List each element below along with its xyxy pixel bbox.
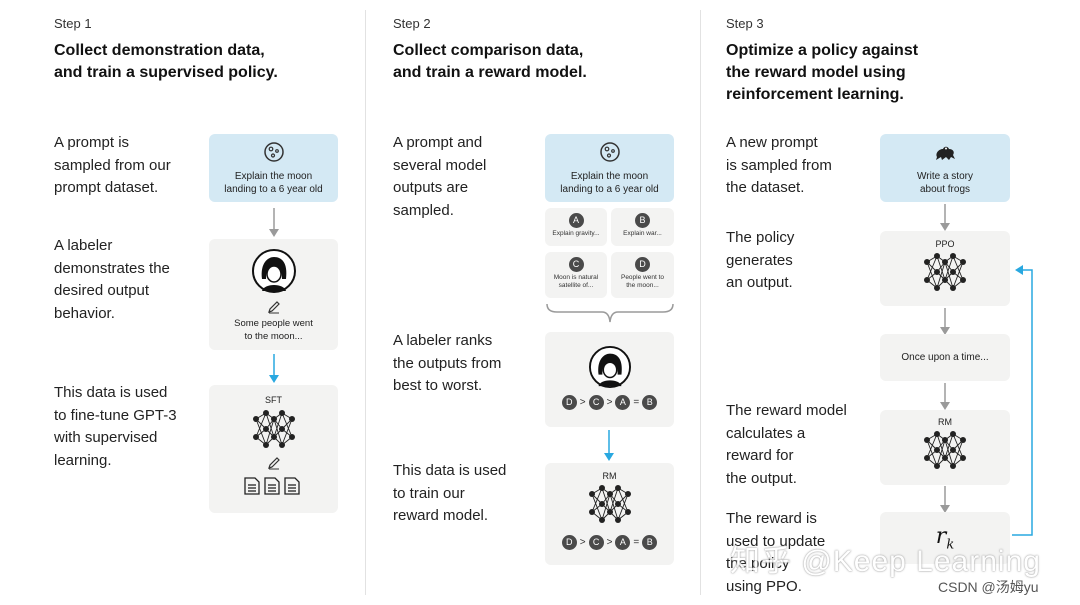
rank-operator: > [579,397,586,408]
output-a-text: Explain gravity... [552,230,600,237]
output-a-badge: A [568,213,584,228]
neural-network-icon [924,431,966,469]
rank-item: C [588,535,604,550]
step2-arrow [604,430,614,461]
step3-arrow-1 [940,204,950,231]
step2-desc-1: A prompt and several model outputs are s… [393,134,487,219]
labeler-avatar-icon [588,346,631,388]
rank-item: D [561,535,577,550]
step3-output-box: Once upon a time... [880,334,1010,381]
step3-label: Step 3 [726,16,764,31]
output-b-badge: B [635,213,650,228]
output-d-badge: D [635,257,650,272]
step3-arrow-4 [940,486,950,513]
step2-desc-2: A labeler ranks the outputs from best to… [393,332,502,394]
step1-prompt-box: Explain the moon landing to a 6 year old [209,134,338,202]
neural-network-icon [252,410,295,448]
neural-network-icon [588,485,631,523]
step1-title: Collect demonstration data, and train a … [54,42,278,81]
documents-icon [243,477,300,495]
brace-icon [546,303,674,323]
step1-desc-1: A prompt is sampled from our prompt data… [54,134,171,196]
step1-label: Step 1 [54,16,92,31]
neural-network-icon [924,253,966,291]
rank-operator: > [606,537,613,548]
ranking-row: D > C > A = B [545,395,674,410]
watermark-sub: CSDN @汤姆yu [938,579,1039,595]
step2-label: Step 2 [393,16,431,31]
step3-desc-1: A new prompt is sampled from the dataset… [726,134,832,196]
output-b-text: Explain war... [623,230,662,237]
rank-operator: = [633,397,640,408]
step3-rm-label: RM [938,417,952,427]
output-c-badge: C [568,257,584,272]
pencil-icon [267,301,280,314]
reward-subscript: k [946,537,955,553]
pencil-icon [267,457,280,470]
step1-arrow-2 [269,354,279,383]
feedback-loop-arrow [1012,265,1033,536]
step1-arrow-1 [269,208,279,237]
rank-item: C [588,395,604,410]
step1-desc-2: A labeler demonstrates the desired outpu… [54,237,170,322]
step3-title: Optimize a policy against the reward mod… [726,42,919,103]
rank-item: A [615,535,631,550]
output-c-box: C Moon is natural satellite of... [545,252,607,298]
output-d-text: People went to the moon... [620,274,664,289]
output-b-box: B Explain war... [611,208,674,246]
step2-labeler-box: D > C > A = B [545,332,674,427]
output-d-box: D People went to the moon... [611,252,674,298]
step1-desc-3: This data is used to fine-tune GPT-3 wit… [54,384,177,469]
step3-arrow-2 [940,308,950,335]
moon-icon [263,142,284,162]
step2-prompt-text: Explain the moon landing to a 6 year old [560,171,659,195]
step1-model-label: SFT [265,395,282,405]
step3-prompt-box: Write a story about frogs [880,134,1010,202]
rank-operator: > [606,397,613,408]
step3-policy-label: PPO [935,239,955,249]
step1-prompt-text: Explain the moon landing to a 6 year old [224,171,323,195]
divider-1 [365,10,366,595]
step3-arrow-3 [940,383,950,410]
step3-desc-3: The reward model calculates a reward for… [726,402,847,487]
step2-rm-box: RM D > C > A = B [545,463,674,565]
step3-reward-box: rk [880,512,1010,564]
step2-title: Collect comparison data, and train a rew… [393,42,587,81]
rank-item: A [615,395,631,410]
step3-desc-2: The policy generates an output. [726,229,795,291]
step3-rm-box: RM [880,410,1010,485]
step3-ppo-box: PPO [880,231,1010,306]
rank-operator: > [579,537,586,548]
frog-icon [936,146,955,160]
ranking-row: D > C > A = B [545,535,674,550]
step2-prompt-box: Explain the moon landing to a 6 year old [545,134,674,202]
step1-demo-output: Some people went to the moon... [234,318,313,342]
moon-icon [599,142,620,162]
step2-desc-3: This data is used to train our reward mo… [393,462,507,524]
step1-labeler-box: Some people went to the moon... [209,239,338,350]
rank-item: B [642,535,658,550]
watermark-main: 知乎 @Keep Learning [730,545,1041,578]
rank-operator: = [633,537,640,548]
step1-sft-box: SFT [209,385,338,513]
step3-prompt-text: Write a story about frogs [917,171,973,195]
divider-2 [700,10,701,595]
step2-model-label: RM [602,471,617,481]
rank-item: B [642,395,658,410]
labeler-avatar-icon [251,249,296,293]
rank-item: D [561,395,577,410]
step3-desc-4: The reward is used to update the policy … [726,510,826,595]
reward-symbol: r [935,524,947,549]
output-c-text: Moon is natural satellite of... [553,274,599,289]
output-a-box: A Explain gravity... [545,208,607,246]
step3-output-text: Once upon a time... [901,352,989,363]
